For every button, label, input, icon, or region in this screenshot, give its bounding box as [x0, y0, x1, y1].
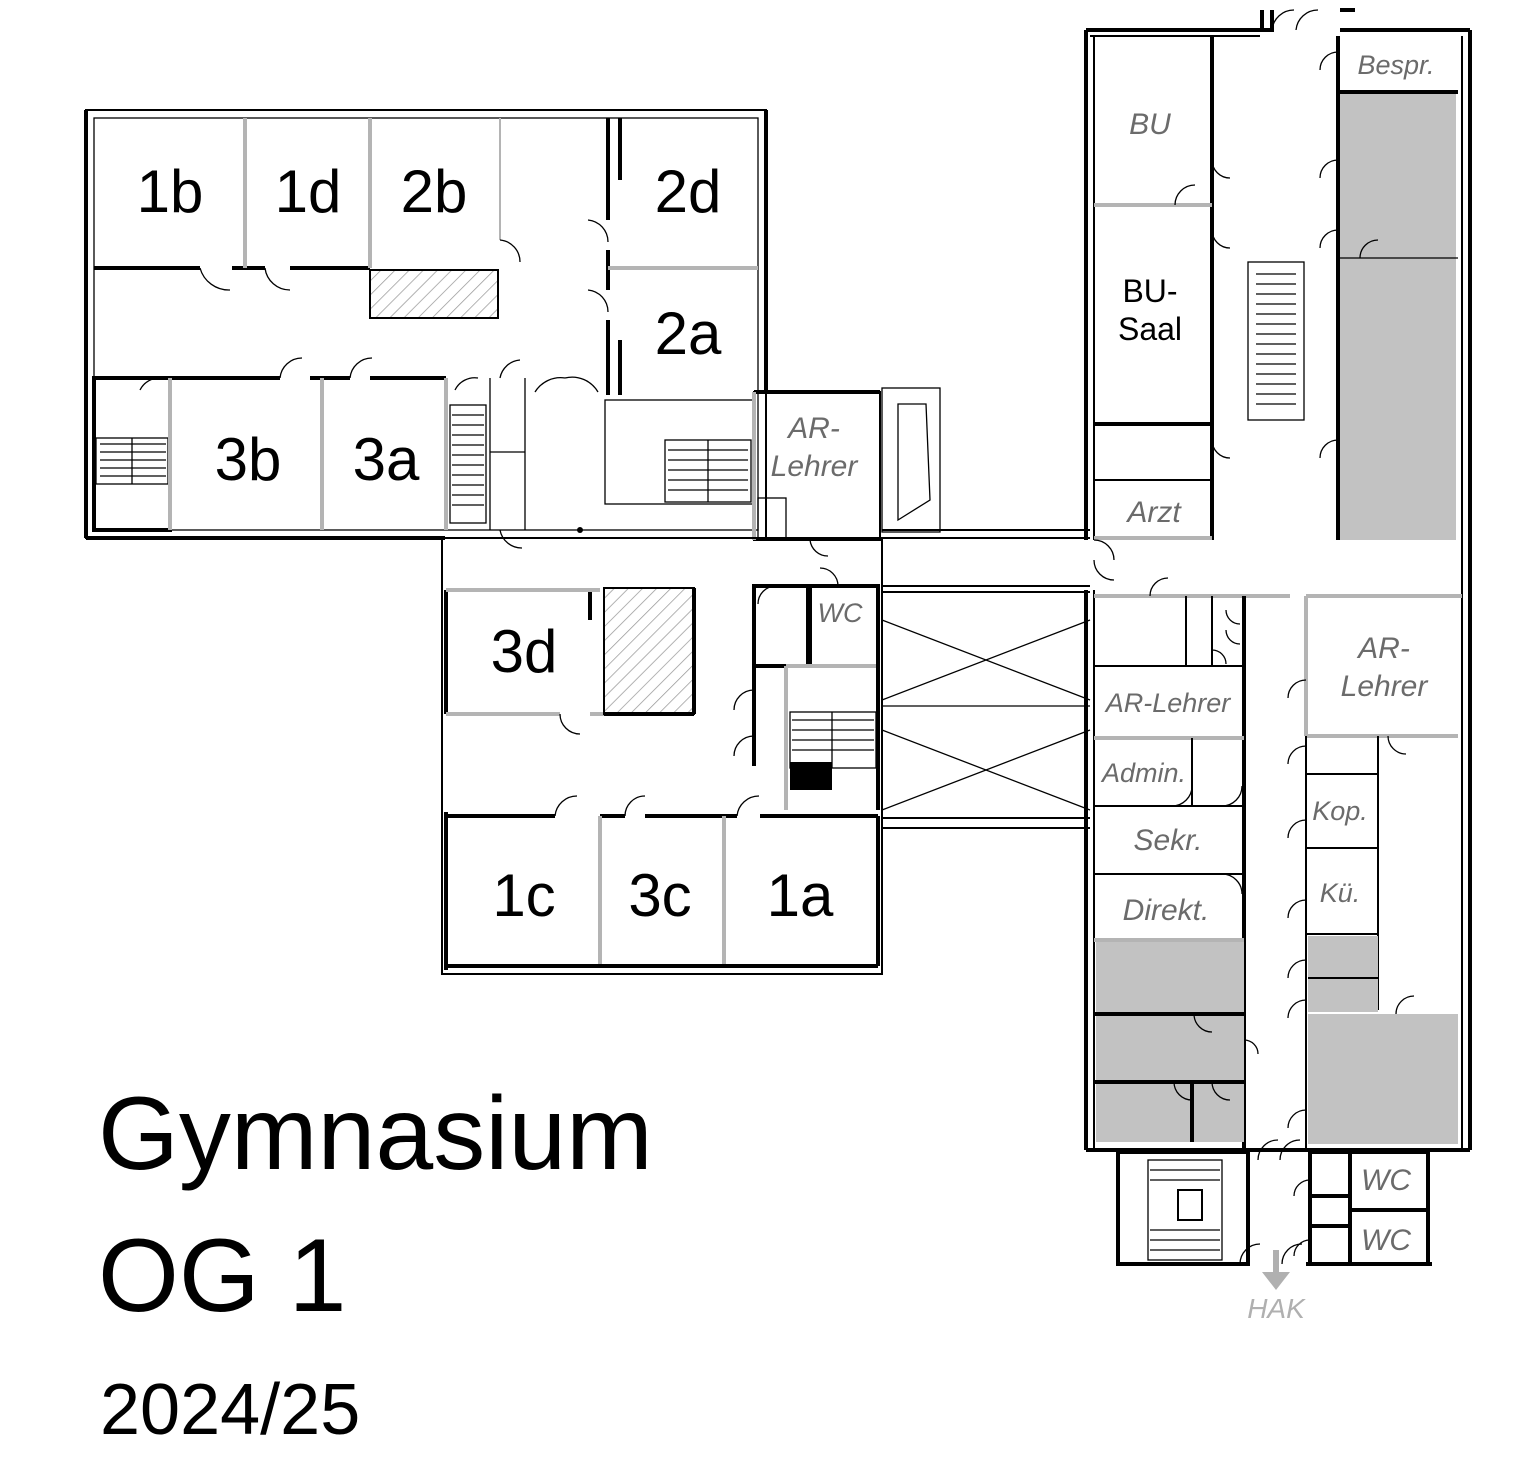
room-3d: 3d — [491, 618, 558, 685]
right-wing — [1084, 8, 1472, 1290]
label-hak: HAK — [1247, 1293, 1306, 1324]
hak-arrow-icon — [1262, 1250, 1290, 1290]
room-2d: 2d — [655, 158, 722, 225]
room-ar-lehrer-right-line1: AR- — [1356, 632, 1410, 665]
room-bu-saal-line1: BU- — [1122, 273, 1177, 309]
bridge — [881, 529, 1091, 829]
room-1d: 1d — [275, 158, 342, 225]
room-admin: Admin. — [1100, 758, 1186, 788]
room-1a: 1a — [767, 862, 834, 929]
stair-right-top — [1256, 273, 1296, 405]
title-floor: OG 1 — [98, 1218, 347, 1334]
stair-left — [95, 437, 169, 485]
stair-small — [792, 712, 874, 768]
room-ar-lehrer-right-line2: Lehrer — [1341, 670, 1429, 703]
room-bu: BU — [1129, 108, 1171, 141]
room-wc-right-2: WC — [1361, 1224, 1411, 1257]
room-sekr: Sekr. — [1134, 824, 1203, 857]
room-1b: 1b — [137, 158, 204, 225]
room-ar-lehrer-center-line1: AR- — [786, 412, 840, 445]
room-bu-saal-line2: Saal — [1118, 311, 1182, 347]
room-2b: 2b — [401, 158, 468, 225]
center-top-block — [604, 387, 941, 557]
room-2a: 2a — [655, 300, 722, 367]
room-bespr: Bespr. — [1357, 50, 1434, 80]
room-wc-center: WC — [818, 598, 863, 628]
title-year: 2024/25 — [100, 1370, 361, 1450]
room-1c: 1c — [492, 862, 555, 929]
room-kop: Kop. — [1312, 796, 1368, 826]
left-wing — [84, 109, 768, 549]
title-gymnasium: Gymnasium — [98, 1076, 653, 1192]
room-labels: 1b 1d 2b 2d 2a 3b 3a 3d 1c 3c 1a AR- Leh… — [137, 50, 1435, 1324]
room-wc-right-1: WC — [1361, 1164, 1411, 1197]
stair-center — [664, 439, 752, 503]
room-arzt: Arzt — [1125, 496, 1182, 529]
room-ar-lehrer-center-line2: Lehrer — [771, 450, 859, 483]
room-3b: 3b — [215, 426, 282, 493]
stair-bottom — [1147, 1159, 1223, 1261]
stair-3a — [449, 404, 487, 524]
room-3c: 3c — [628, 862, 691, 929]
room-3a: 3a — [353, 426, 420, 493]
room-ar-lehrer-long: AR-Lehrer — [1104, 688, 1232, 718]
center-wing — [441, 527, 883, 975]
room-direkt: Direkt. — [1123, 894, 1210, 927]
room-kue: Kü. — [1320, 878, 1361, 908]
